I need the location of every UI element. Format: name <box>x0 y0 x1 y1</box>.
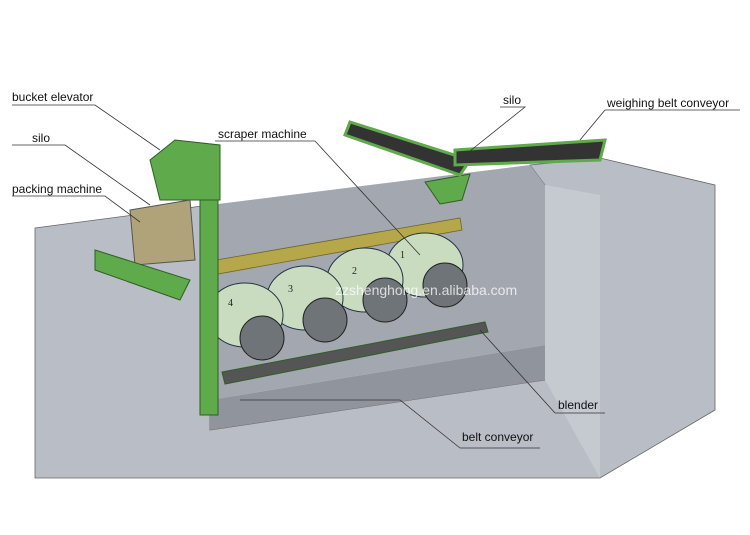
label-belt-conveyor: belt conveyor <box>462 430 534 444</box>
label-bucket-elevator: bucket elevator <box>12 90 94 104</box>
blender-silo <box>424 173 471 205</box>
elevator-head <box>149 139 221 201</box>
weighing-conveyor-left <box>343 120 473 177</box>
pit-floor <box>210 345 545 430</box>
drum-number: 2 <box>352 266 357 277</box>
drum-1: 1 <box>386 232 468 308</box>
weighing-conveyor-right <box>453 138 607 167</box>
drum-number: 4 <box>228 298 233 309</box>
label-weighing-belt-conveyor: weighing belt conveyor <box>607 96 730 110</box>
label-scraper-machine: scraper machine <box>218 127 307 141</box>
label-blender: blender <box>558 398 599 412</box>
watermark: zzshenghong.en.alibaba.com <box>335 282 518 298</box>
packing-conveyor <box>94 249 191 301</box>
drum-number: 1 <box>400 250 405 261</box>
label-packing-machine: packing machine <box>12 182 103 196</box>
drum-2: 2 <box>326 247 408 323</box>
belt-conveyor <box>221 321 489 385</box>
label-silo-right: silo <box>503 93 522 107</box>
drum-number: 3 <box>288 284 293 295</box>
drum-3: 3 <box>266 265 348 343</box>
drum-4: 4 <box>206 282 285 361</box>
packing-machine <box>129 199 196 266</box>
label-silo-left: silo <box>32 131 51 145</box>
leader-lines <box>12 104 740 449</box>
pit-right-wall <box>545 185 600 478</box>
drums: 1 2 3 4 <box>206 232 468 361</box>
